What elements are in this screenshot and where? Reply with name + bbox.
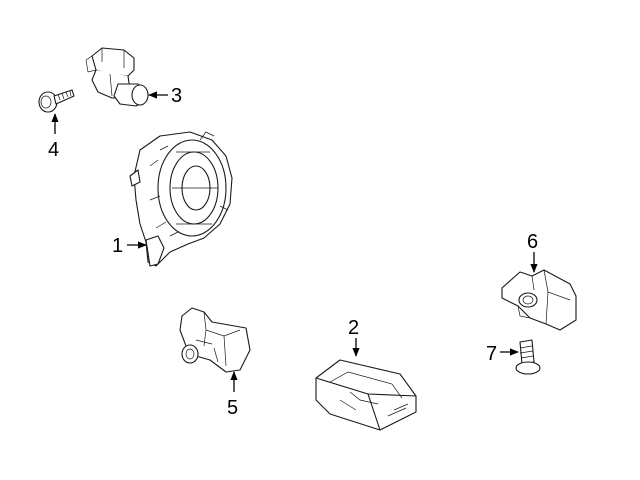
callout-1-label: 1	[112, 235, 123, 257]
part-1-clock-spring	[129, 131, 233, 267]
callout-5-label: 5	[227, 397, 238, 419]
part-3-sensor	[85, 47, 149, 107]
part-2-control-module	[315, 359, 417, 431]
callout-6-label: 6	[527, 231, 538, 253]
part-4-bolt	[38, 89, 75, 113]
callout-2-label: 2	[348, 317, 359, 339]
part-6-bracket	[501, 269, 577, 331]
callout-3-label: 3	[171, 85, 182, 107]
part-5-sensor	[179, 307, 251, 373]
callout-4-label: 4	[48, 139, 59, 161]
callout-7-label: 7	[486, 343, 497, 365]
part-7-screw	[515, 339, 541, 375]
